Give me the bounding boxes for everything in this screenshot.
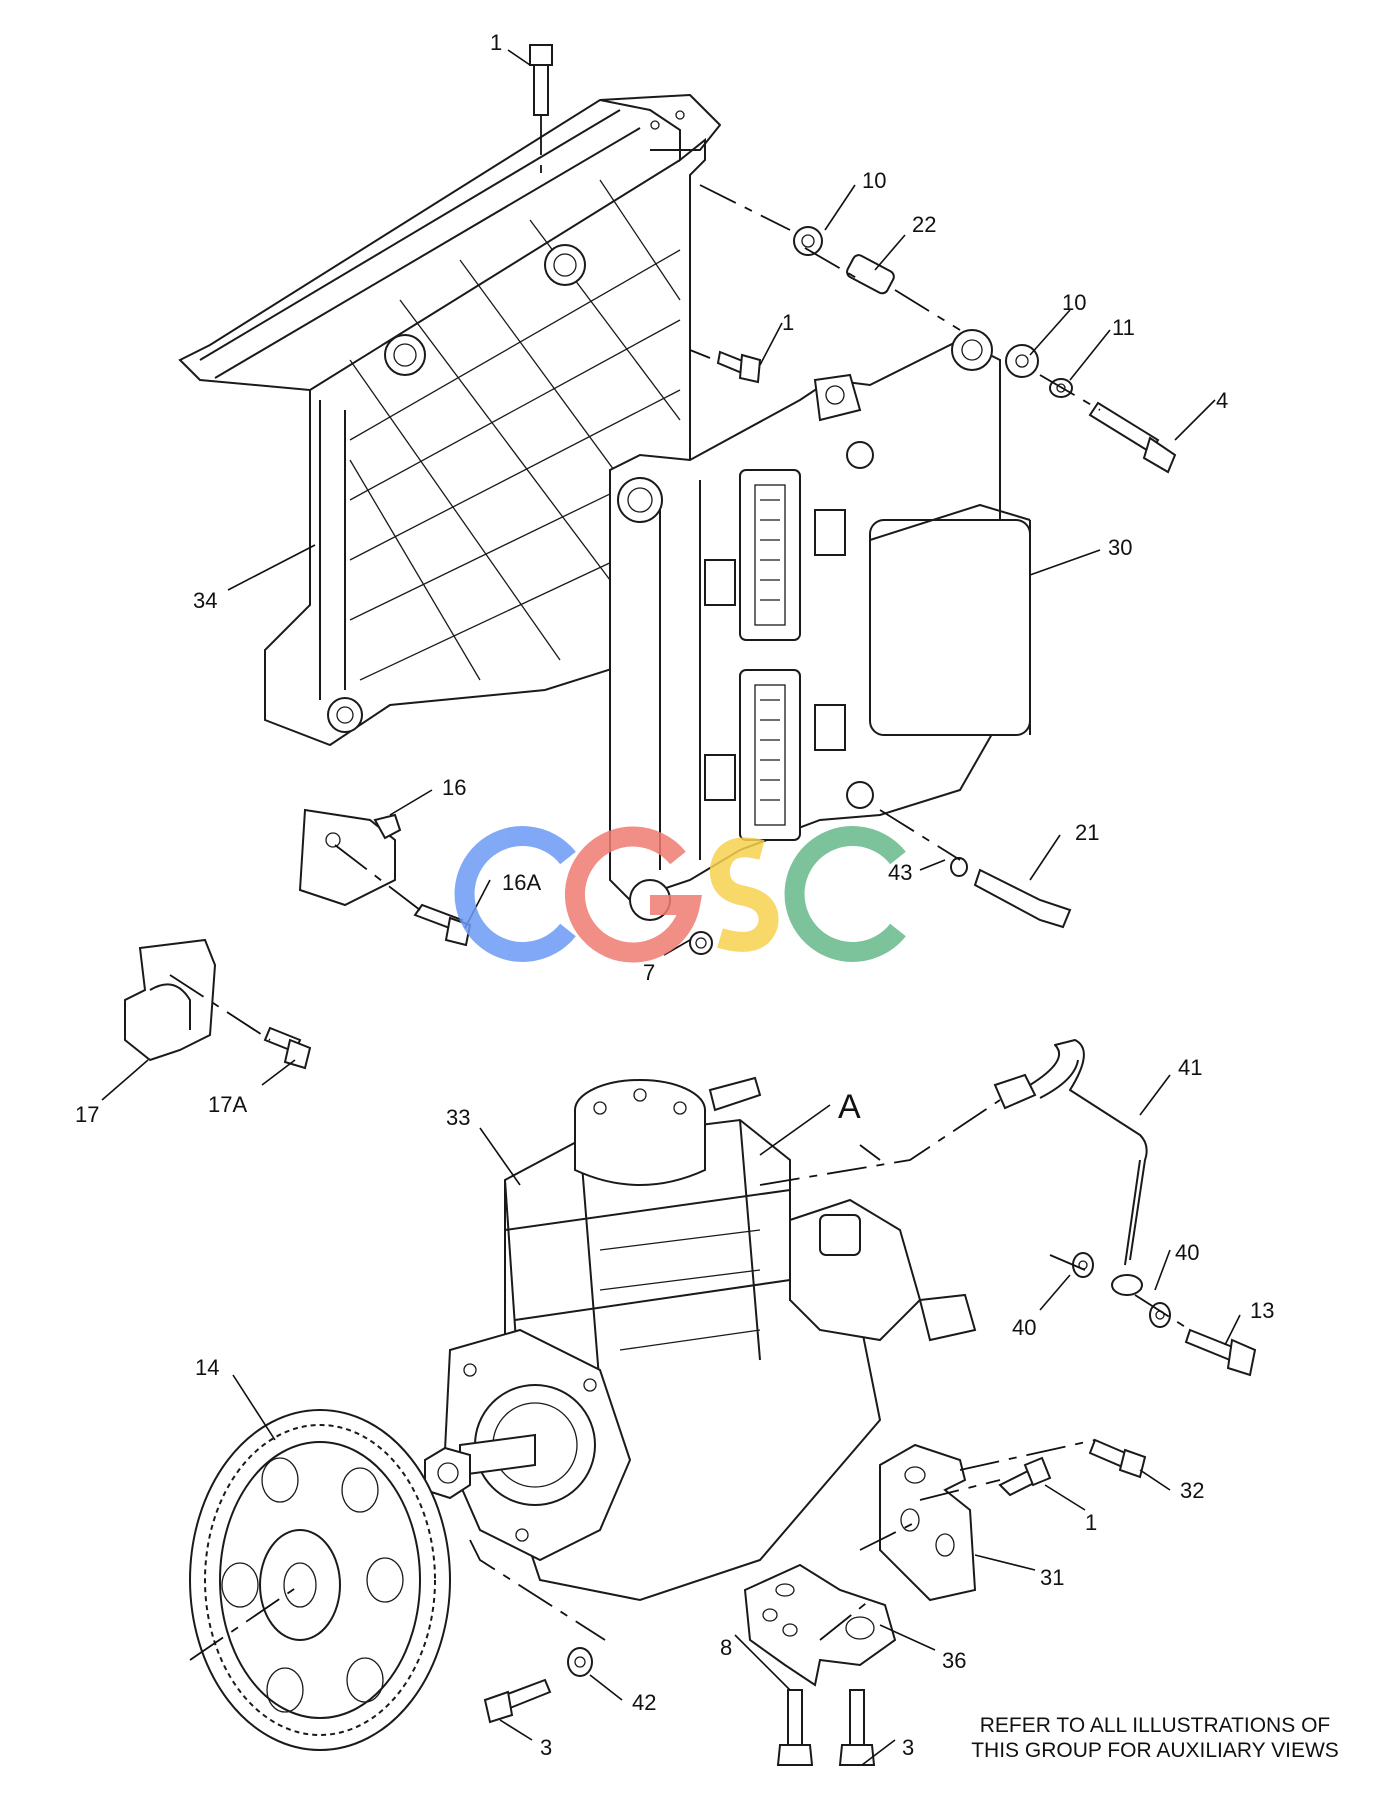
callout-10: 10 bbox=[862, 168, 886, 193]
watermark-letter-c1 bbox=[454, 826, 576, 962]
sensor-bracket-16 bbox=[298, 808, 472, 947]
callout-14: 14 bbox=[195, 1355, 219, 1380]
fuel-injection-pump bbox=[424, 1076, 977, 1602]
watermark-logo bbox=[454, 826, 906, 963]
support-bracket-36 bbox=[743, 1563, 897, 1766]
callout-17: 17 bbox=[75, 1102, 99, 1127]
callout-40: 40 bbox=[1012, 1315, 1036, 1340]
spacer-22 bbox=[846, 254, 895, 295]
callout-22: 22 bbox=[912, 212, 936, 237]
callout-1: 1 bbox=[490, 30, 502, 55]
callout-32: 32 bbox=[1180, 1478, 1204, 1503]
callout-4: 4 bbox=[1216, 388, 1228, 413]
grommet-10-upper bbox=[793, 226, 823, 256]
washer-42 bbox=[567, 1647, 593, 1677]
fuel-line-41 bbox=[993, 1039, 1257, 1377]
callout-21: 21 bbox=[1075, 820, 1099, 845]
callout-17a: 17A bbox=[208, 1092, 247, 1117]
callout-1: 1 bbox=[1085, 1510, 1097, 1535]
note-line-1: REFER TO ALL ILLUSTRATIONS OF bbox=[979, 1714, 1331, 1737]
note-line-2: THIS GROUP FOR AUXILIARY VIEWS bbox=[971, 1739, 1339, 1762]
callout-a: A bbox=[838, 1088, 861, 1126]
callout-1: 1 bbox=[782, 310, 794, 335]
electronic-control-module bbox=[609, 329, 1031, 921]
callout-40: 40 bbox=[1175, 1240, 1199, 1265]
callout-34: 34 bbox=[193, 588, 217, 613]
bolt-13 bbox=[1184, 1328, 1237, 1362]
mount-hardware bbox=[483, 1647, 593, 1724]
watermark-letter-c2 bbox=[784, 826, 906, 962]
callout-13: 13 bbox=[1250, 1298, 1274, 1323]
callout-31: 31 bbox=[1040, 1565, 1064, 1590]
callout-3: 3 bbox=[540, 1735, 552, 1760]
callout-11: 11 bbox=[1112, 315, 1135, 340]
callout-41: 41 bbox=[1178, 1055, 1202, 1080]
bolt-3-flange bbox=[503, 1678, 552, 1710]
watermark-letter-g bbox=[564, 826, 703, 963]
grommet-10-lower bbox=[1005, 344, 1039, 378]
bolt-3-bracket bbox=[849, 1689, 865, 1746]
callout-30: 30 bbox=[1108, 535, 1132, 560]
callout-10: 10 bbox=[1062, 290, 1086, 315]
assembly-lines bbox=[169, 115, 1191, 1661]
bolt-1-top bbox=[529, 44, 553, 66]
callout-7: 7 bbox=[643, 960, 655, 985]
support-bracket-31 bbox=[879, 1438, 1147, 1602]
washer-7 bbox=[689, 931, 713, 955]
callout-43: 43 bbox=[888, 860, 912, 885]
watermark-letter-s bbox=[709, 837, 779, 952]
pump-drive-gear bbox=[189, 1409, 451, 1751]
bolt-4 bbox=[1088, 401, 1160, 454]
washer-40-left bbox=[1072, 1252, 1094, 1278]
callout-labels: 1 10 22 1 10 11 4 30 34 16 16A 21 43 7 1… bbox=[75, 30, 1274, 1760]
clamp-17 bbox=[124, 938, 312, 1070]
callout-3: 3 bbox=[902, 1735, 914, 1760]
ecm-hardware bbox=[529, 44, 1177, 955]
callout-36: 36 bbox=[942, 1648, 966, 1673]
washer-40-right bbox=[1149, 1302, 1171, 1328]
callout-8: 8 bbox=[720, 1635, 732, 1660]
bolt-8 bbox=[787, 1689, 803, 1746]
washer-43 bbox=[950, 857, 968, 877]
callout-16a: 16A bbox=[502, 870, 541, 895]
callout-33: 33 bbox=[446, 1105, 470, 1130]
sensor-21 bbox=[973, 868, 1072, 929]
callout-42: 42 bbox=[632, 1690, 656, 1715]
callout-16: 16 bbox=[442, 775, 466, 800]
auxiliary-views-note: REFER TO ALL ILLUSTRATIONS OF THIS GROUP… bbox=[940, 1713, 1370, 1763]
